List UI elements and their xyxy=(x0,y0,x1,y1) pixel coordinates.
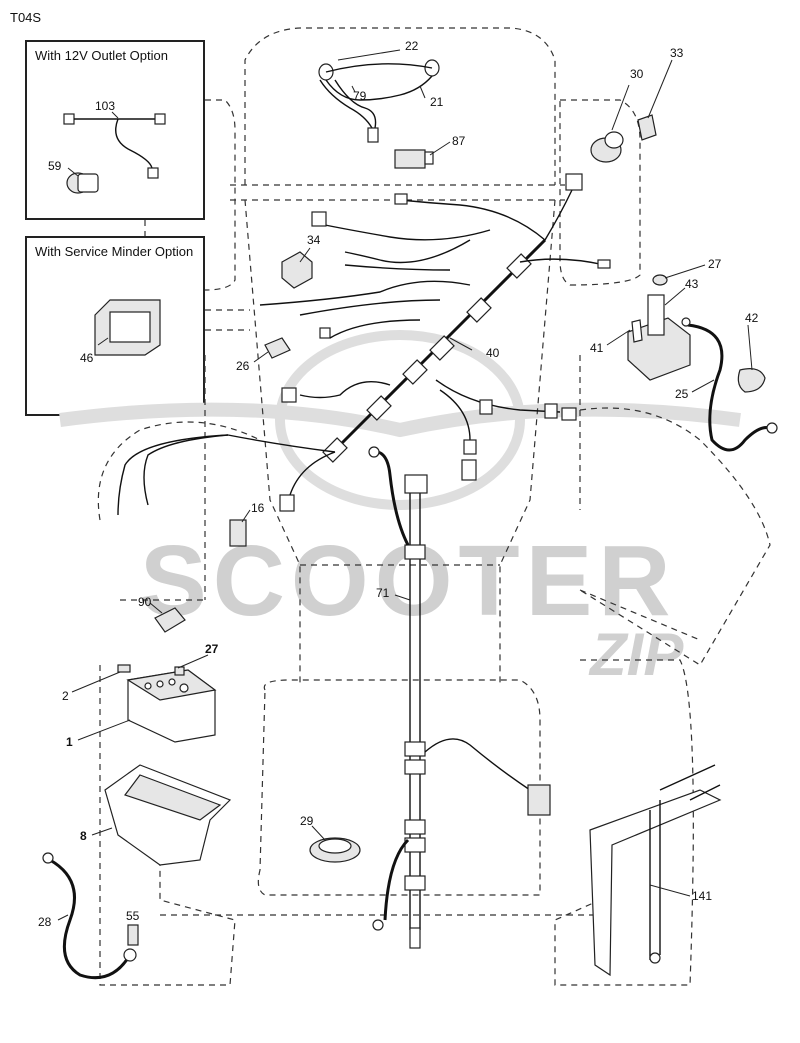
callout-103: 103 xyxy=(95,99,115,113)
headlight-harness xyxy=(318,59,440,143)
battery-cable-28 xyxy=(42,852,137,980)
battery-tray-8 xyxy=(104,764,232,866)
outlet-59 xyxy=(66,172,99,194)
boot-42 xyxy=(737,368,766,393)
solenoid-43 xyxy=(627,274,691,381)
callout-1: 1 xyxy=(66,735,73,749)
watermark-subtext: ZIP xyxy=(588,621,684,688)
callout-21: 21 xyxy=(430,95,444,109)
plug-29 xyxy=(309,837,361,863)
callout-41: 41 xyxy=(590,341,604,355)
callout-26: 26 xyxy=(236,359,250,373)
relay-87 xyxy=(394,149,434,169)
battery-1 xyxy=(126,669,217,743)
callout-25: 25 xyxy=(675,387,689,401)
callout-33: 33 xyxy=(670,46,684,60)
leader-lines xyxy=(57,49,753,921)
screw-2 xyxy=(117,664,131,673)
outlet-option-title: With 12V Outlet Option xyxy=(35,48,168,63)
switch-34 xyxy=(281,251,313,289)
callout-30: 30 xyxy=(630,67,644,81)
callout-90: 90 xyxy=(138,595,152,609)
callout-79: 79 xyxy=(353,89,367,103)
callout-34: 34 xyxy=(307,233,321,247)
harness-71 xyxy=(368,446,551,949)
key-33 xyxy=(637,114,657,141)
callout-29: 29 xyxy=(300,814,314,828)
service-minder-option-title: With Service Minder Option xyxy=(35,244,194,259)
callout-40: 40 xyxy=(486,346,500,360)
ignition-switch-30 xyxy=(590,131,624,163)
main-harness-40 xyxy=(117,173,611,516)
watermark: SCOOTER ZIP xyxy=(59,330,741,688)
callout-141: 141 xyxy=(692,889,712,903)
callout-43: 43 xyxy=(685,277,699,291)
bracket-141 xyxy=(589,764,722,977)
callout-22: 22 xyxy=(405,39,419,53)
bolt-55 xyxy=(127,924,139,946)
callout-27-top: 27 xyxy=(708,257,722,271)
callout-87: 87 xyxy=(452,134,466,148)
callout-46: 46 xyxy=(80,351,94,365)
tractor-outline xyxy=(97,27,771,986)
watermark-text: SCOOTER xyxy=(140,525,676,637)
callout-27-battery: 27 xyxy=(205,642,219,656)
callout-42: 42 xyxy=(745,311,759,325)
nut-27-battery xyxy=(174,666,185,676)
connector-90 xyxy=(154,607,186,633)
battery-cable-25 xyxy=(681,317,778,452)
callout-28: 28 xyxy=(38,915,52,929)
callout-labels: 22 79 21 87 33 30 103 59 34 27 43 42 41 … xyxy=(38,39,759,929)
callout-2: 2 xyxy=(62,689,69,703)
callout-71: 71 xyxy=(376,586,390,600)
callout-8: 8 xyxy=(80,829,87,843)
page-code: T04S xyxy=(10,10,42,25)
service-minder-46 xyxy=(94,299,161,356)
callout-55: 55 xyxy=(126,909,140,923)
connector-16 xyxy=(229,519,247,547)
callout-16: 16 xyxy=(251,501,265,515)
callout-59: 59 xyxy=(48,159,62,173)
outlet-harness-103 xyxy=(63,113,166,179)
connector-26 xyxy=(264,337,291,359)
